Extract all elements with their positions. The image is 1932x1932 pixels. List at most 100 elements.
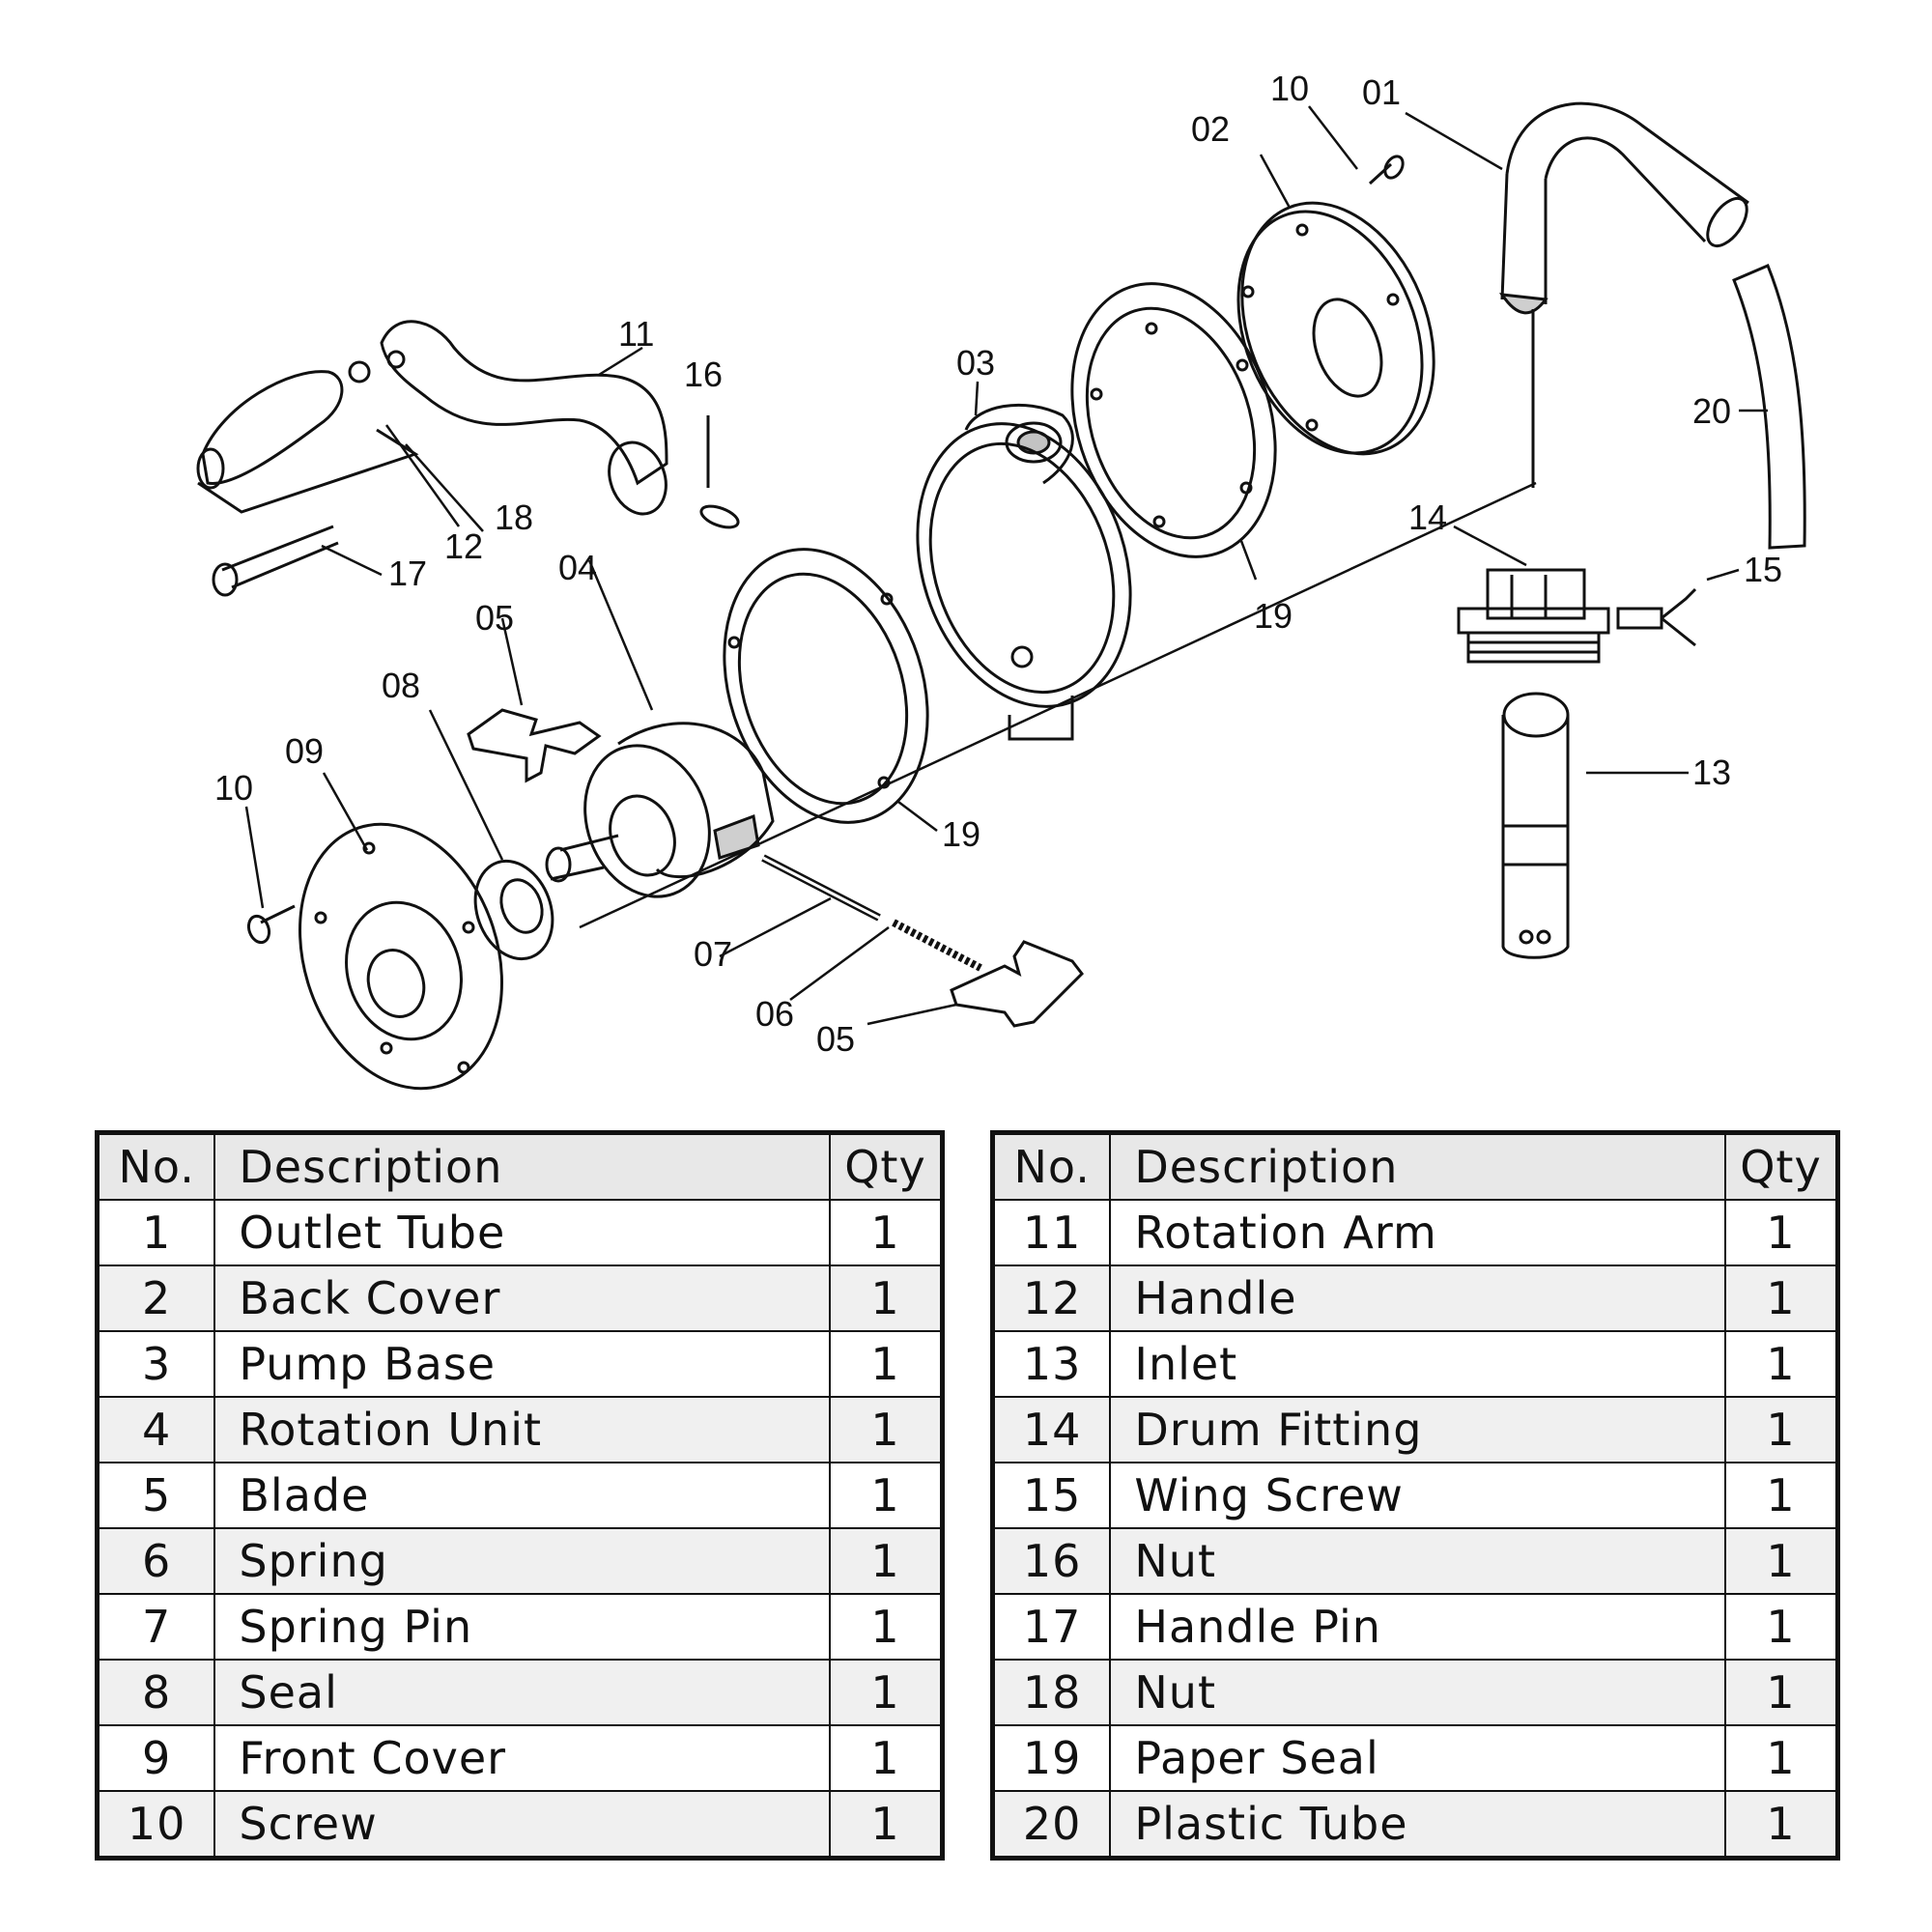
callout-02: 02 <box>1191 109 1230 149</box>
callout-20: 20 <box>1692 391 1731 431</box>
wing-screw-part <box>1616 587 1697 647</box>
part-description: Front Cover <box>213 1724 831 1792</box>
callout-08: 08 <box>382 666 420 705</box>
handle-pin-part <box>212 525 339 597</box>
back-cover-part <box>1236 201 1435 456</box>
part-no: 15 <box>991 1462 1112 1529</box>
callout-19-right: 19 <box>1254 596 1293 636</box>
part-qty: 1 <box>1723 1330 1839 1398</box>
blade-upper-part <box>467 708 602 783</box>
inlet-part <box>1501 692 1570 959</box>
part-description: Pump Base <box>213 1330 831 1398</box>
table-header-row: No. Description Qty <box>96 1131 944 1201</box>
part-no: 6 <box>96 1527 216 1595</box>
part-description: Outlet Tube <box>213 1199 831 1266</box>
part-description: Spring <box>213 1527 831 1595</box>
part-qty: 1 <box>828 1527 944 1595</box>
part-no: 5 <box>96 1462 216 1529</box>
header-qty: Qty <box>828 1131 944 1201</box>
outlet-tube-part <box>1498 101 1749 488</box>
part-qty: 1 <box>1723 1462 1839 1529</box>
callout-03: 03 <box>956 343 995 383</box>
part-no: 16 <box>991 1527 1112 1595</box>
part-description: Plastic Tube <box>1109 1790 1726 1860</box>
exploded-pump-diagram: 01 02 10 03 04 05 05 06 07 08 09 10 11 1… <box>196 69 1806 1091</box>
nut-18-part <box>348 360 371 384</box>
header-no: No. <box>991 1131 1112 1201</box>
part-no: 14 <box>991 1396 1112 1463</box>
callout-15: 15 <box>1744 550 1782 589</box>
handle-part <box>196 370 419 514</box>
callout-09: 09 <box>285 731 324 771</box>
part-no: 10 <box>96 1790 216 1860</box>
part-no: 9 <box>96 1724 216 1792</box>
part-no: 2 <box>96 1264 216 1332</box>
callout-05-upper: 05 <box>475 598 514 638</box>
part-qty: 1 <box>1723 1264 1839 1332</box>
part-description: Drum Fitting <box>1109 1396 1726 1463</box>
part-description: Nut <box>1109 1659 1726 1726</box>
callout-14: 14 <box>1408 497 1447 537</box>
part-qty: 1 <box>828 1199 944 1266</box>
header-no: No. <box>96 1131 216 1201</box>
part-qty: 1 <box>828 1724 944 1792</box>
part-no: 11 <box>991 1199 1112 1266</box>
part-qty: 1 <box>828 1264 944 1332</box>
part-no: 13 <box>991 1330 1112 1398</box>
part-description: Handle Pin <box>1109 1593 1726 1661</box>
part-qty: 1 <box>828 1462 944 1529</box>
callout-01: 01 <box>1362 72 1401 112</box>
part-qty: 1 <box>1723 1593 1839 1661</box>
part-description: Rotation Unit <box>213 1396 831 1463</box>
part-no: 1 <box>96 1199 216 1266</box>
callout-05-lower: 05 <box>816 1019 855 1059</box>
header-description: Description <box>1109 1131 1726 1201</box>
callout-07: 07 <box>694 934 732 974</box>
part-qty: 1 <box>828 1790 944 1860</box>
callout-19-left: 19 <box>942 814 980 854</box>
part-qty: 1 <box>828 1659 944 1726</box>
callout-18: 18 <box>495 497 533 537</box>
callout-04: 04 <box>558 548 597 587</box>
part-no: 20 <box>991 1790 1112 1860</box>
part-qty: 1 <box>828 1396 944 1463</box>
callout-06: 06 <box>755 994 794 1034</box>
part-qty: 1 <box>1723 1199 1839 1266</box>
callout-12: 12 <box>444 526 483 566</box>
screw-top-part <box>1368 155 1405 185</box>
rotation-unit-part <box>545 722 775 898</box>
part-description: Rotation Arm <box>1109 1199 1726 1266</box>
seal-part <box>473 859 554 961</box>
part-qty: 1 <box>1723 1790 1839 1860</box>
part-qty: 1 <box>1723 1527 1839 1595</box>
callout-10-front: 10 <box>214 768 253 808</box>
part-qty: 1 <box>1723 1659 1839 1726</box>
part-description: Paper Seal <box>1109 1724 1726 1792</box>
front-cover-part <box>298 822 503 1091</box>
leader-lines <box>244 105 1768 1026</box>
callout-labels: 01 02 10 03 04 05 05 06 07 08 09 10 11 1… <box>214 69 1782 1059</box>
part-qty: 1 <box>1723 1396 1839 1463</box>
part-description: Nut <box>1109 1527 1726 1595</box>
part-description: Screw <box>213 1790 831 1860</box>
part-no: 12 <box>991 1264 1112 1332</box>
blade-lower-part <box>950 940 1084 1028</box>
paper-seal-right-part <box>1070 282 1277 558</box>
